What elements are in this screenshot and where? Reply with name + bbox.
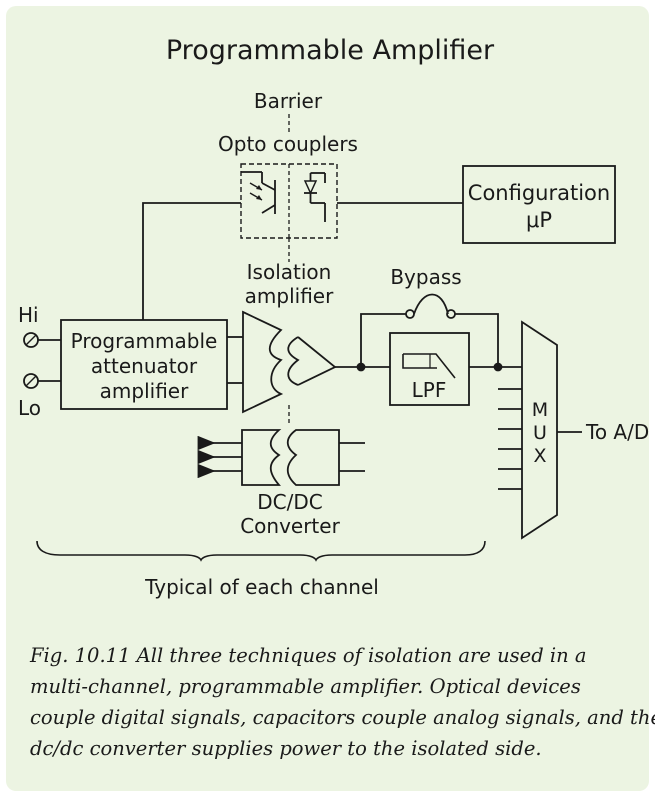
phototransistor-icon	[241, 171, 276, 214]
channel-brace	[36, 540, 486, 562]
typical-label: Typical of each channel	[144, 575, 379, 599]
lo-label: Lo	[18, 396, 41, 420]
attenuator-label-2: attenuator	[91, 354, 198, 378]
caption-line-2: multi-channel, programmable amplifier. O…	[30, 675, 581, 698]
to-ad-label: To A/D	[585, 420, 649, 444]
mux-x: X	[533, 445, 546, 467]
attenuator-box	[60, 319, 228, 410]
diagram-title: Programmable Amplifier	[166, 35, 495, 66]
lpf-label: LPF	[412, 378, 447, 402]
opto-control-wire	[142, 202, 241, 320]
mux-box	[521, 320, 558, 540]
amplifier-label: amplifier	[245, 284, 334, 308]
attenuator-label-1: Programmable	[71, 329, 218, 353]
bypass-switch	[413, 293, 449, 315]
barrier-label: Barrier	[254, 89, 323, 113]
micro-p-label: μP	[526, 208, 552, 232]
caption-line-3: couple digital signals, capacitors coupl…	[30, 706, 655, 729]
opto-couplers-label: Opto couplers	[218, 132, 358, 156]
bypass-label: Bypass	[390, 265, 461, 289]
caption-line-1: Fig. 10.11 All three techniques of isola…	[30, 644, 587, 667]
mux-m: M	[532, 399, 548, 421]
led-icon	[303, 172, 326, 222]
mux-u: U	[533, 422, 547, 444]
attenuator-label-3: amplifier	[100, 379, 189, 403]
configuration-label: Configuration	[468, 181, 610, 205]
figure-caption: Fig. 10.11 All three techniques of isola…	[30, 640, 655, 764]
isolation-amplifier-icon	[242, 310, 337, 414]
dcdc-label: DC/DC	[257, 490, 322, 514]
hi-label: Hi	[18, 303, 39, 327]
converter-label: Converter	[240, 514, 340, 538]
figure-panel	[6, 6, 649, 791]
isolation-label: Isolation	[247, 260, 332, 284]
configuration-box	[462, 165, 616, 244]
dcdc-converter-icon	[197, 429, 365, 486]
lpf-box	[389, 332, 470, 406]
caption-line-4: dc/dc converter supplies power to the is…	[30, 737, 542, 760]
